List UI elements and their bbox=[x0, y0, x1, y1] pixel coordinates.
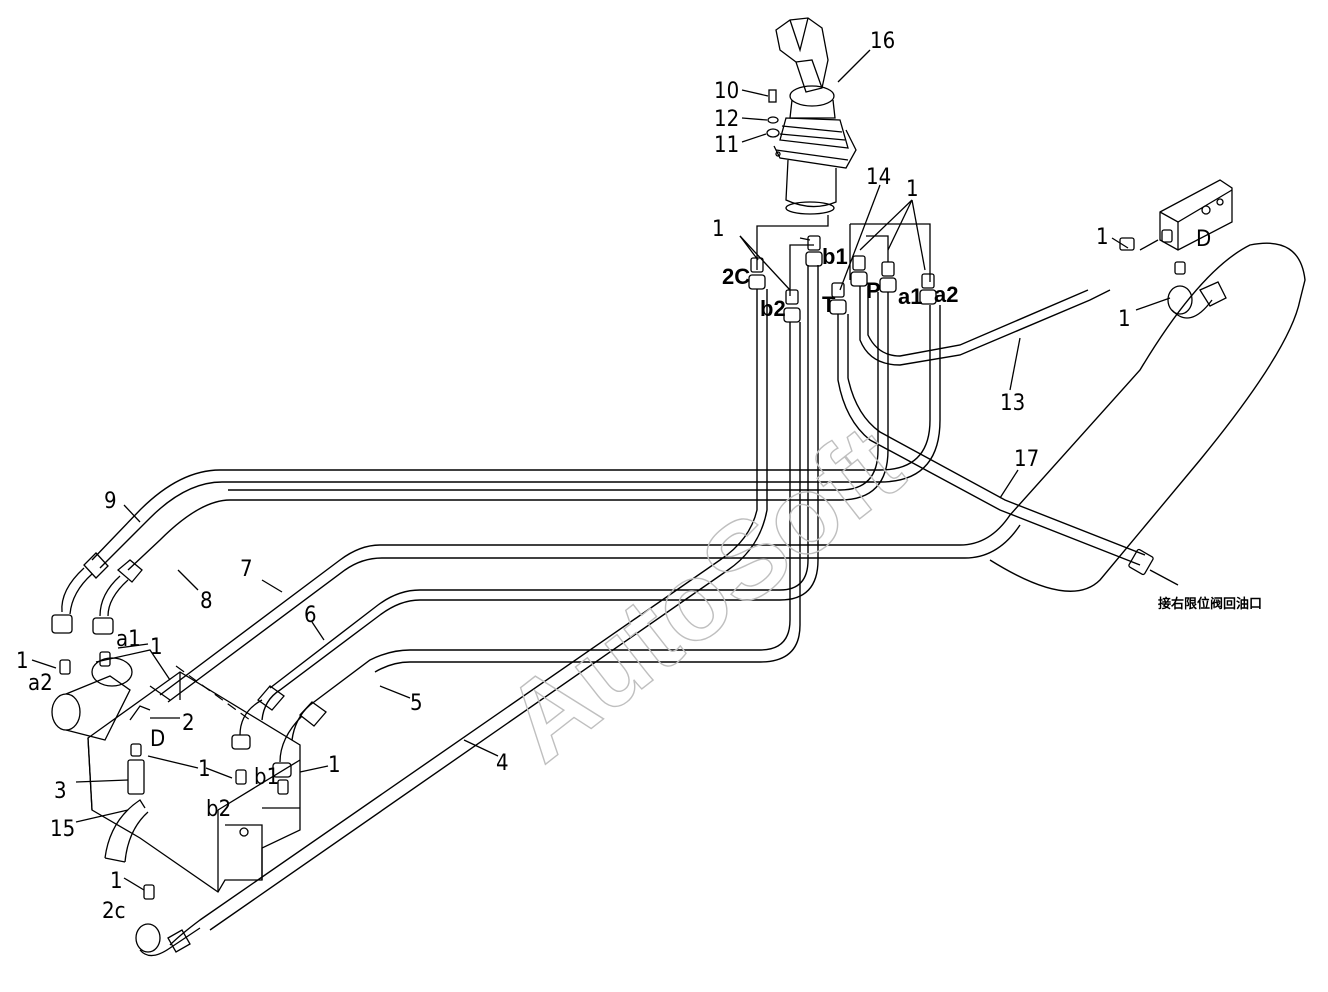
label-1-valve-d: 1 bbox=[198, 757, 211, 782]
hose-bundle bbox=[91, 242, 1306, 946]
control-valve bbox=[51, 649, 301, 900]
limit-valve-block bbox=[1119, 179, 1233, 576]
label-2: 2 bbox=[182, 711, 195, 736]
label-6: 6 bbox=[304, 603, 317, 628]
label-8: 8 bbox=[200, 589, 213, 614]
hose-ends bbox=[51, 552, 327, 957]
port-b2-top: b2 bbox=[760, 296, 786, 321]
port-a2-valve: a2 bbox=[28, 671, 53, 696]
return-port-note: 接右限位阀回油口 bbox=[1158, 596, 1262, 612]
label-1-top-left: 1 bbox=[712, 217, 725, 242]
leader-lines bbox=[31, 49, 1179, 891]
watermark: AutoSoft bbox=[482, 402, 924, 785]
port-2c-valve: 2c bbox=[102, 899, 125, 924]
label-1-top-right: 1 bbox=[906, 177, 919, 202]
port-D-block: D bbox=[1196, 227, 1211, 252]
label-15: 15 bbox=[50, 817, 75, 842]
port-P: P bbox=[866, 278, 881, 303]
port-a2-top: a2 bbox=[934, 282, 958, 307]
label-3: 3 bbox=[54, 779, 67, 804]
port-T: T bbox=[822, 292, 836, 317]
label-12: 12 bbox=[714, 107, 739, 132]
label-9: 9 bbox=[104, 489, 117, 514]
label-1-block-a: 1 bbox=[1096, 225, 1109, 250]
port-b1-top: b1 bbox=[822, 244, 848, 269]
label-4: 4 bbox=[496, 751, 509, 776]
label-13: 13 bbox=[1000, 391, 1025, 416]
label-10: 10 bbox=[714, 79, 739, 104]
label-1-valve-bottom: 1 bbox=[110, 869, 123, 894]
label-17: 17 bbox=[1014, 447, 1039, 472]
joystick-assembly bbox=[773, 17, 857, 215]
port-b1-valve: b1 bbox=[254, 765, 279, 790]
label-5: 5 bbox=[410, 691, 423, 716]
label-16: 16 bbox=[870, 29, 895, 54]
port-b2-valve: b2 bbox=[206, 797, 231, 822]
label-11: 11 bbox=[714, 133, 739, 158]
label-1-valve-left: 1 bbox=[16, 649, 29, 674]
fitting-leaders bbox=[739, 184, 931, 296]
label-1-valve-b1: 1 bbox=[328, 753, 341, 778]
bolt-washers bbox=[741, 89, 780, 143]
label-14: 14 bbox=[866, 165, 891, 190]
port-2C: 2C bbox=[722, 264, 750, 289]
port-a1-valve: a1 bbox=[116, 627, 141, 652]
label-1-block-b: 1 bbox=[1118, 307, 1131, 332]
port-a1-top: a1 bbox=[898, 284, 922, 309]
label-1-valve-a1: 1 bbox=[150, 635, 163, 660]
port-D-valve: D bbox=[150, 727, 165, 752]
label-7: 7 bbox=[240, 557, 253, 582]
port-labels: 2C b1 b2 T P a1 a2 D a1 a2 D b1 b2 2c bbox=[28, 227, 1211, 924]
part-labels: 16 10 12 11 14 1 1 1 1 13 17 9 8 7 6 5 4… bbox=[16, 29, 1131, 894]
